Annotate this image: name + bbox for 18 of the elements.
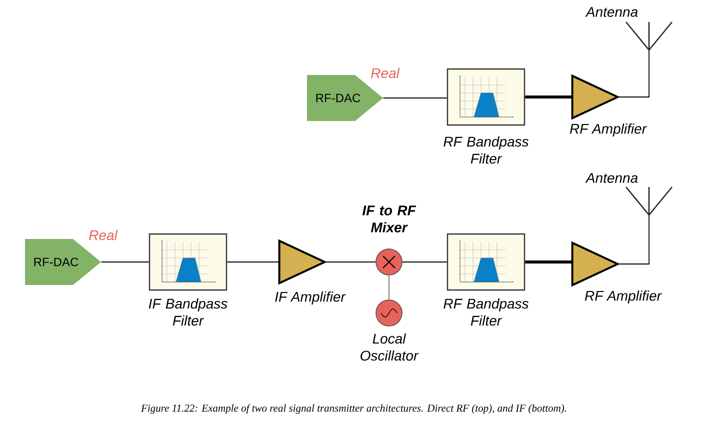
block-label: RF Amplifier [584, 290, 662, 304]
antenna-label: Antenna [585, 173, 638, 183]
connector-line [525, 260, 572, 264]
block-label: RF Bandpass Filter [444, 136, 528, 164]
connector-line [525, 96, 572, 98]
block-label: RF Amplifier [570, 123, 647, 137]
block-label: IF Amplifier [275, 291, 346, 305]
figure-caption: Figure 11.22: Example of two real signal transmitter architectures. Direct RF (top), and IF (bottom). [140, 404, 566, 414]
block-label: RF Bandpass Filter [444, 298, 528, 326]
mixer-label: IF to RF Mixer [362, 206, 416, 232]
block-label: IF Bandpass Filter [148, 298, 228, 326]
oscillator-label: Local Oscillator [360, 333, 419, 361]
connector-line [617, 214, 650, 264]
connector-line [388, 274, 390, 300]
dac-block: RF-DAC [25, 239, 101, 285]
connector-line [617, 50, 650, 98]
signal-label: Real [89, 230, 118, 240]
antenna-label: Antenna [585, 7, 638, 17]
